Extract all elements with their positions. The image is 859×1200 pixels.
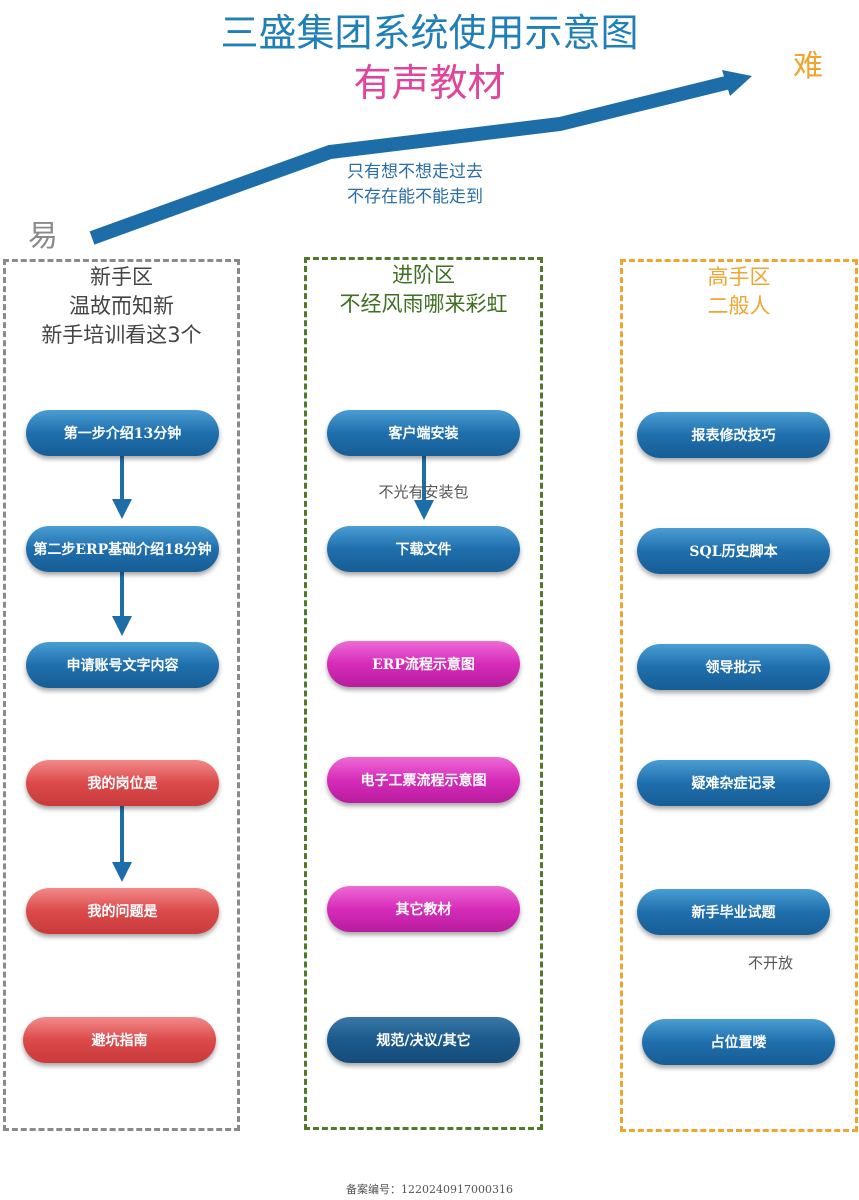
troubleshooting-records-button[interactable]: 疑难杂症记录: [637, 760, 830, 806]
client-install-button[interactable]: 客户端安装: [327, 410, 520, 456]
exam-closed-note: 不开放: [748, 954, 794, 972]
motto-line-2: 不存在能不能走到: [347, 187, 483, 207]
install-note: 不光有安装包: [378, 483, 469, 501]
other-materials-button[interactable]: 其它教材: [327, 886, 520, 932]
page-title: 三盛集团系统使用示意图: [220, 11, 639, 55]
report-editing-tips-button[interactable]: 报表修改技巧: [637, 412, 830, 458]
advanced-zone-header: 进阶区 不经风雨哪来彩虹: [304, 261, 543, 319]
e-ticket-flowchart-button[interactable]: 电子工票流程示意图: [327, 757, 520, 803]
difficulty-arrowhead: [722, 70, 752, 96]
beginner-zone-title: 新手区: [90, 265, 153, 289]
rules-resolutions-button[interactable]: 规范/决议/其它: [327, 1017, 520, 1063]
difficulty-trend-arrow: [89, 75, 732, 245]
placeholder-button[interactable]: 占位置喽: [642, 1019, 835, 1065]
expert-zone: [620, 259, 858, 1132]
motto: 只有想不想走过去 不存在能不能走到: [300, 160, 530, 210]
advanced-zone: [304, 257, 543, 1130]
leader-instructions-button[interactable]: 领导批示: [637, 644, 830, 690]
easy-label: 易: [28, 219, 58, 254]
erp-flowchart-button[interactable]: ERP流程示意图: [327, 641, 520, 687]
my-post-button[interactable]: 我的岗位是: [26, 760, 219, 806]
my-question-button[interactable]: 我的问题是: [26, 888, 219, 934]
step1-intro-button[interactable]: 第一步介绍13分钟: [26, 410, 219, 456]
expert-zone-slogan: 二般人: [707, 294, 771, 318]
expert-zone-header: 高手区 二般人: [620, 263, 858, 321]
expert-zone-title: 高手区: [707, 265, 771, 289]
hard-label: 难: [793, 49, 823, 84]
pitfall-guide-button[interactable]: 避坑指南: [23, 1017, 216, 1063]
advanced-zone-slogan: 不经风雨哪来彩虹: [339, 292, 508, 316]
page-subtitle: 有声教材: [353, 61, 506, 105]
sql-history-scripts-button[interactable]: SQL历史脚本: [637, 528, 830, 574]
beginner-zone-header: 新手区 温故而知新 新手培训看这3个: [3, 263, 240, 350]
motto-line-1: 只有想不想走过去: [347, 162, 483, 182]
download-file-button[interactable]: 下载文件: [327, 526, 520, 572]
step2-erp-basics-button[interactable]: 第二步ERP基础介绍18分钟: [26, 526, 219, 572]
beginner-zone-hint: 新手培训看这3个: [41, 323, 202, 347]
beginner-zone: [3, 259, 240, 1131]
beginner-zone-slogan: 温故而知新: [69, 294, 174, 318]
graduation-exam-button[interactable]: 新手毕业试题: [637, 889, 830, 935]
apply-account-button[interactable]: 申请账号文字内容: [26, 642, 219, 688]
advanced-zone-title: 进阶区: [392, 263, 455, 287]
filing-number: 备案编号：1220240917000316: [346, 1183, 513, 1196]
